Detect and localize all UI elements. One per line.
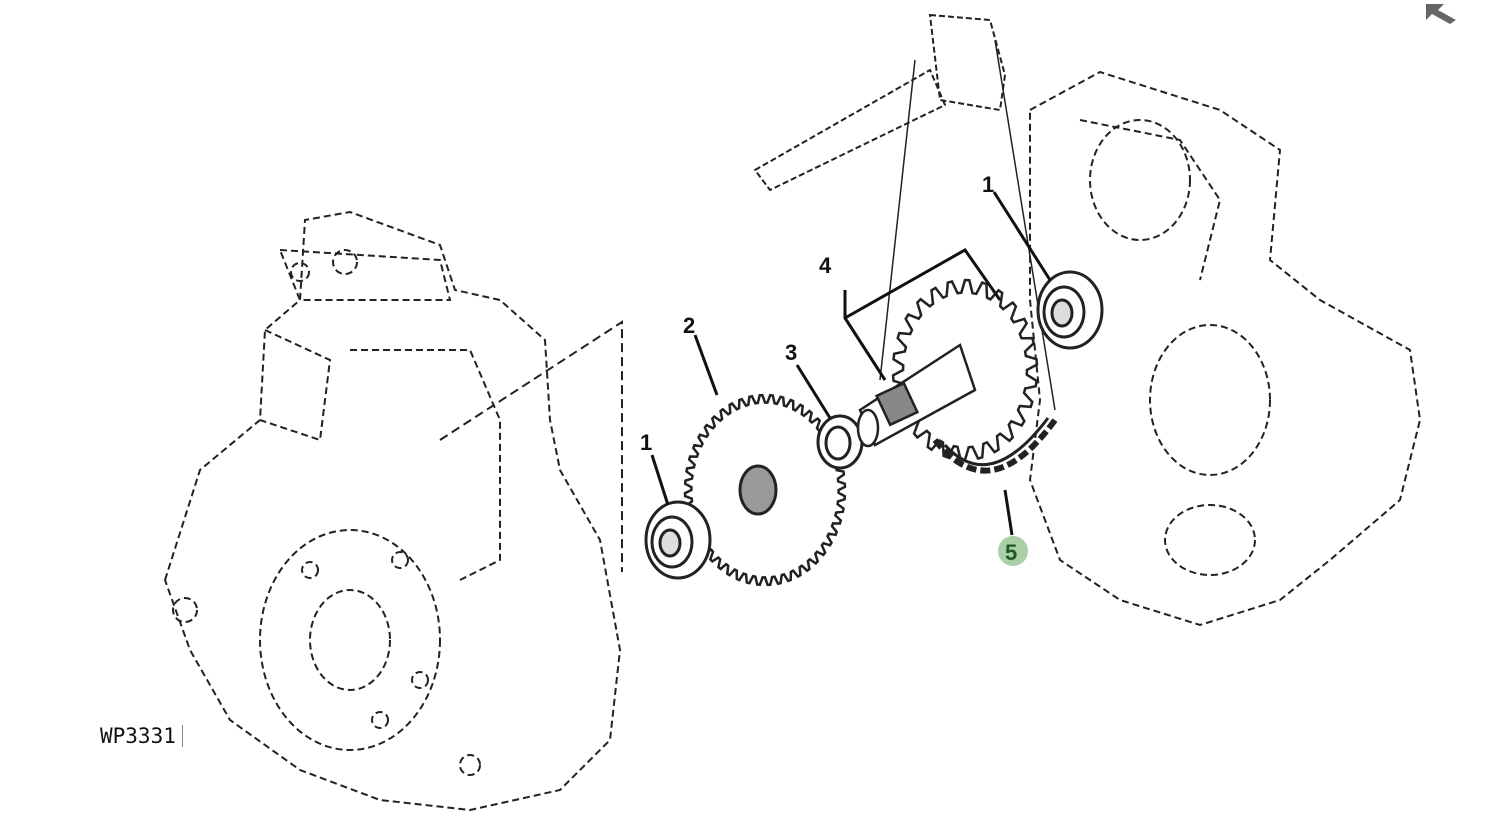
callout-3[interactable]: 3 [785, 340, 797, 365]
back-arrow-icon[interactable] [1420, 2, 1460, 26]
right-housing-outline [1028, 70, 1422, 627]
bearing-right [1036, 270, 1104, 350]
shaft [753, 13, 1056, 411]
alignment-line [439, 320, 623, 572]
pinion-shaft [856, 343, 977, 448]
callout-1-left[interactable]: 1 [640, 430, 652, 455]
chain [932, 417, 1058, 474]
leader-lines [650, 191, 1052, 536]
bearing-left [644, 500, 712, 580]
callout-1-right[interactable]: 1 [982, 172, 994, 197]
callout-5[interactable]: 5 [1005, 540, 1017, 565]
figure-reference-code: WP3331 [100, 724, 183, 748]
callout-5-highlight[interactable]: 5 [998, 536, 1028, 566]
callout-2[interactable]: 2 [683, 313, 695, 338]
left-housing-outline [163, 210, 622, 812]
callout-4[interactable]: 4 [819, 253, 832, 278]
gear-hub [738, 464, 778, 516]
washer [816, 414, 864, 470]
